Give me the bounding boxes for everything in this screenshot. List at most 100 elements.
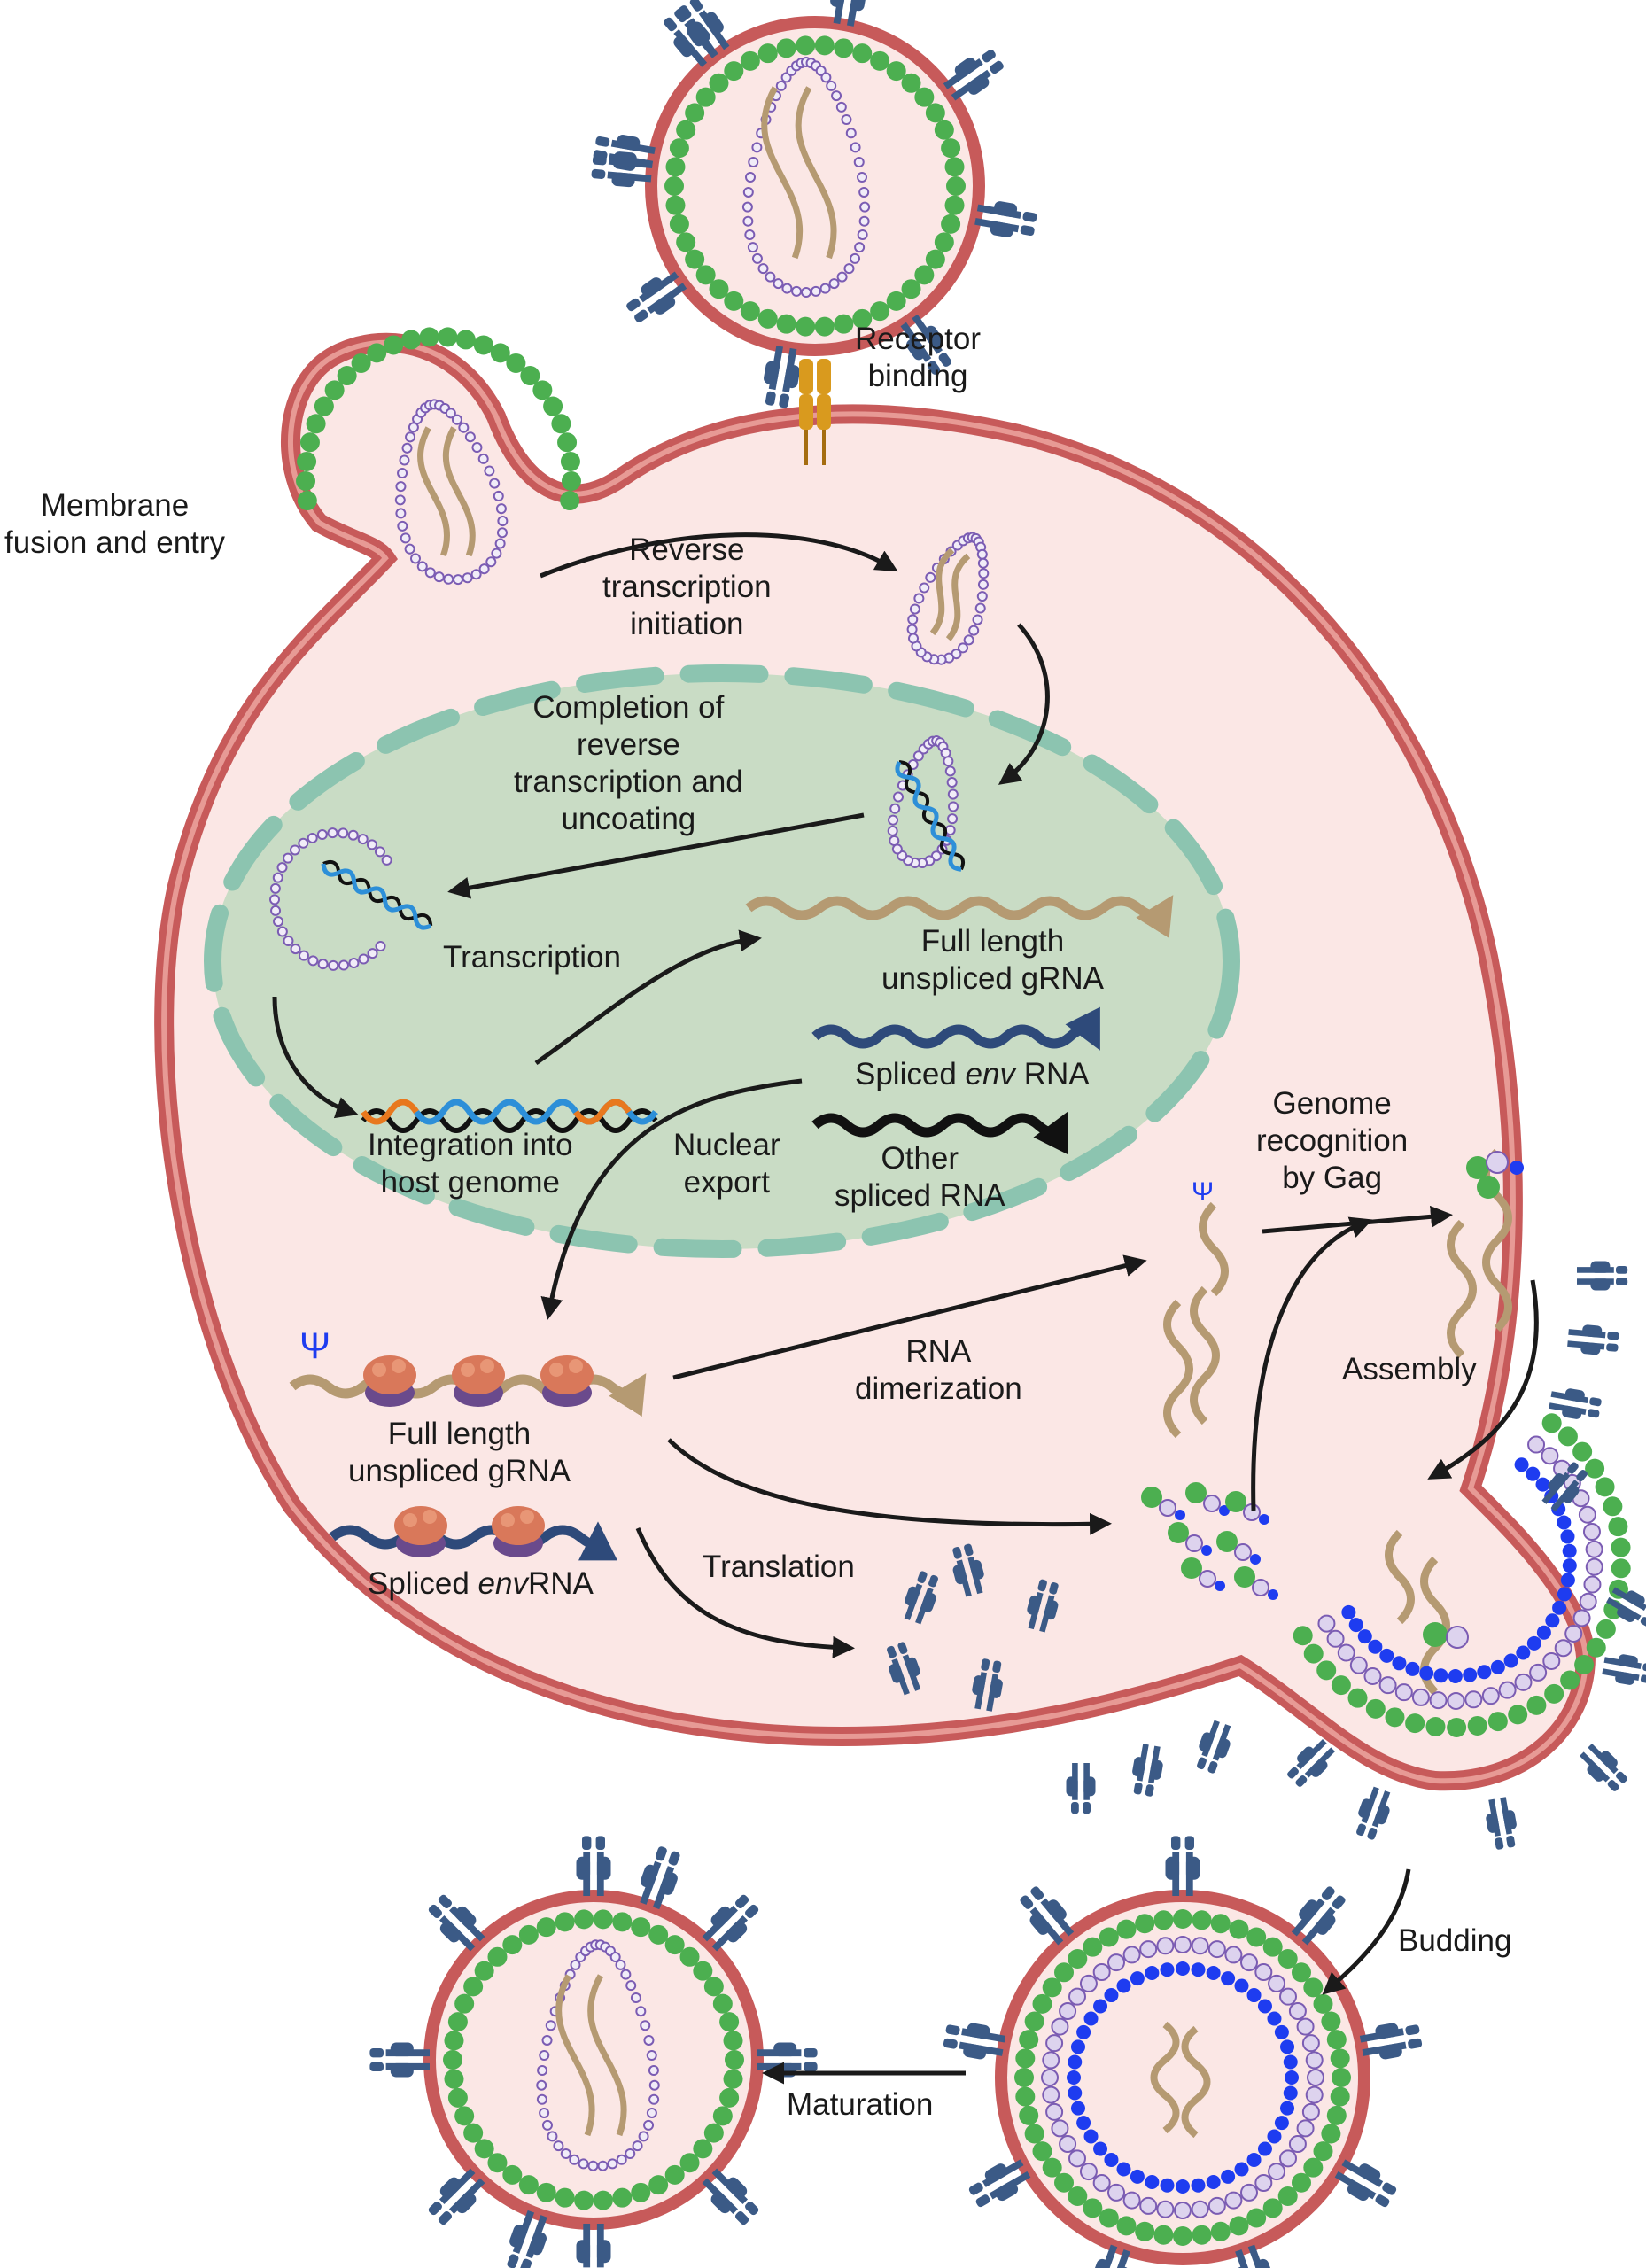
matrix-protein (1277, 1949, 1298, 1969)
matrix-protein (709, 73, 729, 93)
capsid-subunit (445, 408, 456, 419)
env-spike (1549, 1388, 1602, 1419)
matrix-protein (1611, 1558, 1631, 1579)
env-spike (943, 49, 1004, 101)
nucleocapsid-protein (1116, 1978, 1131, 1993)
nuclear-full-length-grna (745, 895, 1174, 939)
capsid-subunit (1068, 2149, 1086, 2168)
nucleocapsid-protein (1405, 1661, 1420, 1676)
matrix-protein (1508, 1705, 1528, 1725)
capsid-subunit (745, 172, 756, 183)
capsid-subunit (374, 846, 385, 858)
matrix-protein (593, 2190, 613, 2210)
capsid-subunit (1394, 1683, 1413, 1702)
nucleocapsid-protein (1379, 1648, 1394, 1663)
capsid-subunit (1337, 1643, 1355, 1662)
capsid-subunit (298, 950, 309, 961)
nucleocapsid-protein (1176, 2179, 1190, 2194)
capsid-subunit (424, 567, 436, 579)
capsid-subunit (1363, 1666, 1382, 1685)
matrix-protein (709, 279, 729, 299)
nucleocapsid-protein (1246, 1988, 1262, 2003)
capsid-subunit (835, 101, 847, 113)
capsid-subunit (1279, 2149, 1298, 2168)
capsid-subunit (409, 553, 421, 564)
matrix-protein (886, 61, 906, 82)
capsid-subunit (1174, 2202, 1192, 2219)
nucleocapsid-protein (1257, 2141, 1272, 2156)
nucleocapsid-protein (1490, 1659, 1505, 1674)
nucleocapsid-protein (1267, 2129, 1282, 2144)
arrow-env-translation (635, 1527, 855, 1658)
nucleocapsid-protein (1477, 1665, 1492, 1680)
nucleocapsid-protein (1526, 1466, 1541, 1481)
nucleocapsid-protein (1357, 1629, 1372, 1644)
capsid-subunit (1139, 1940, 1158, 1959)
capsid-subunit (357, 834, 369, 845)
matrix-protein (1019, 2105, 1039, 2125)
matrix-protein (834, 314, 854, 334)
capsid-subunit (547, 2131, 558, 2142)
matrix-protein (561, 471, 581, 492)
nucleocapsid-protein (1104, 2152, 1119, 2167)
matrix-protein (1153, 1910, 1174, 1930)
matrix-protein (1303, 2157, 1324, 2178)
matrix-protein (455, 330, 476, 350)
matrix-protein (852, 43, 873, 64)
capsid-subunit (484, 465, 495, 477)
matrix-protein (518, 1924, 539, 1945)
matrix-protein (1405, 1713, 1425, 1734)
capsid-subunit (632, 2140, 643, 2152)
nuclear-spliced-env-rna (811, 1006, 1100, 1051)
matrix-protein (1024, 2124, 1044, 2144)
matrix-protein (1116, 1919, 1137, 1939)
capsid-subunit (587, 2160, 599, 2171)
label-spliced-env-nuclear: Spliced env RNA (855, 1057, 1090, 1091)
matrix-protein (1574, 1655, 1595, 1675)
capsid-subunit (791, 285, 803, 297)
nucleocapsid-protein (1160, 2178, 1175, 2193)
matrix-protein (454, 1993, 475, 2014)
capsid-subunit (1254, 1962, 1273, 1981)
capsid-subunit (741, 201, 753, 213)
capsid-subunit (742, 215, 754, 227)
capsid-subunit (853, 157, 865, 168)
capsid-subunit (1254, 2174, 1273, 2193)
matrix-protein (560, 491, 580, 511)
capsid-subunit (1585, 1557, 1603, 1576)
matrix-protein (593, 1909, 613, 1930)
matrix-protein (914, 87, 935, 107)
capsid-subunit (747, 242, 758, 253)
matrix-protein (934, 232, 954, 252)
matrix-protein (1326, 2105, 1347, 2125)
capsid-subunit (850, 252, 861, 264)
nucleocapsid-protein (1076, 2024, 1091, 2039)
label-transcription: Transcription (443, 940, 621, 975)
capsid-subunit (1301, 2034, 1320, 2053)
ribosome (394, 1506, 447, 1557)
matrix-protein (1560, 1670, 1580, 1690)
matrix-protein (1068, 2186, 1088, 2206)
capsid-subunit (951, 649, 962, 660)
nucleocapsid-protein (1234, 1978, 1249, 1993)
label-full-length-nuclear: Full length unspliced gRNA (881, 924, 1104, 996)
capsid-subunit (272, 872, 283, 883)
matrix-protein (1054, 2172, 1075, 2193)
capsid-subunit (947, 813, 959, 825)
nucleocapsid-protein (1562, 1558, 1577, 1573)
capsid-subunit (638, 2131, 649, 2142)
capsid-subunit (1411, 1688, 1430, 1706)
rna-dimer (1163, 1201, 1229, 1439)
capsid-subunit (643, 2119, 655, 2131)
matrix-protein (502, 1935, 523, 1955)
capsid-subunit (269, 882, 281, 894)
env-spike (1287, 1738, 1336, 1787)
nucleocapsid-protein (1093, 2141, 1108, 2156)
capsid-subunit (944, 765, 956, 777)
capsid-subunit (906, 624, 918, 635)
capsid-subunit (298, 837, 309, 849)
env-spike (678, 0, 730, 58)
matrix-protein (669, 138, 689, 159)
matrix-protein (367, 343, 387, 363)
capsid-subunit (539, 2050, 550, 2061)
